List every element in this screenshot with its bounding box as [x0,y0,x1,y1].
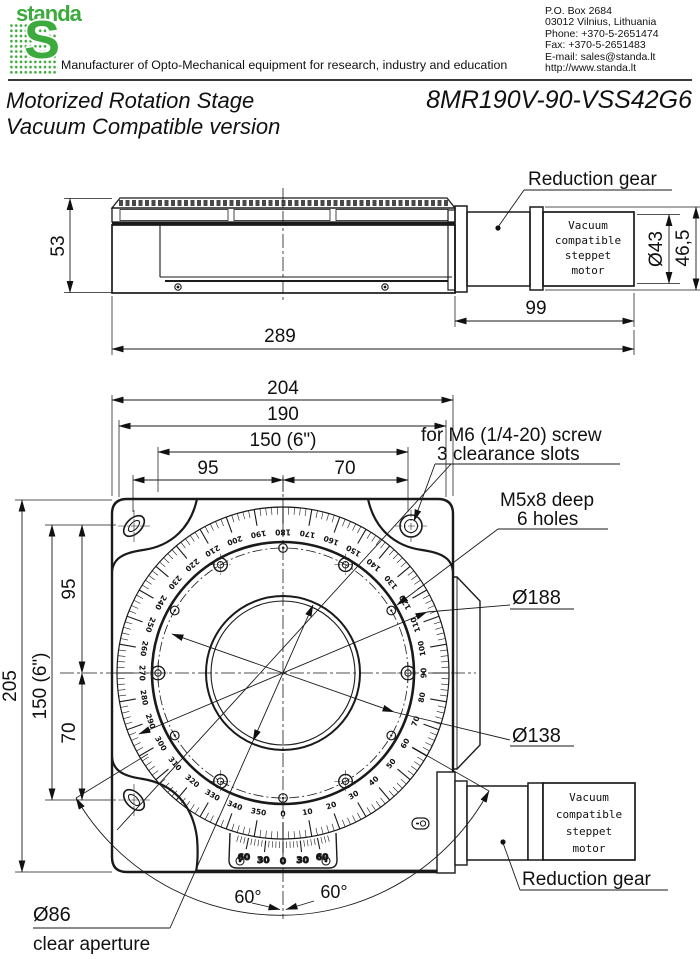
vernier-label: 30 [296,856,309,866]
dim-53-label: 53 [48,235,69,256]
vernier-label: 60 [238,853,251,863]
side-view: Vacuum compatible steppet motor Reductio… [48,169,700,355]
motor-text-line: motor [572,842,605,855]
protractor-degree: 250 [144,616,158,634]
standa-logo-dots-icon [9,23,58,75]
dim-190-label: 190 [267,404,299,425]
motor-text-line: Vacuum [569,791,609,804]
product-title-line2: Vacuum Compatible version [6,114,281,139]
motor-text-line: steppet [566,825,612,838]
dim-99-label: 99 [525,298,546,319]
part-number: 8MR190V-90-VSS42G6 [426,86,692,114]
callout-m5-line2: 6 holes [517,509,578,530]
contact-line: E-mail: sales@standa.lt [545,50,656,63]
side-motor-label: Vacuum compatible steppet motor [555,219,621,277]
motor-text-line: steppet [565,249,611,262]
company-contact-block: P.O. Box 2684 03012 Vilnius, Lithuania P… [545,5,659,75]
callout-m5-line1: M5x8 deep [500,490,594,511]
dim-205-label: 205 [0,670,21,702]
protractor-degree: 350 [250,806,267,818]
callout-m6-line1: for M6 (1/4-20) screw [421,425,602,446]
protractor-degree: 320 [183,773,201,790]
dim-motor-dia-label: Ø43 [646,231,667,267]
product-title-line1: Motorized Rotation Stage [6,88,255,113]
dim-150-top-label: 150 (6") [250,430,317,451]
protractor-degree: 160 [322,534,340,548]
dim-95-left-label: 95 [59,578,80,599]
protractor-degree: 100 [416,640,428,657]
protractor-degree: 210 [203,543,221,559]
protractor-degree: 0 [280,810,285,819]
protractor-degree: 140 [365,557,383,574]
protractor-degree: 240 [153,593,169,611]
protractor-degree: 170 [299,528,316,540]
side-reduction-gear-label: Reduction gear [528,169,658,190]
top-motor-label: Vacuum compatible steppet motor [556,791,622,855]
contact-line: Phone: +370-5-2651474 [545,27,659,40]
vernier-scale: 60 30 0 30 60 [236,835,330,868]
protractor-degree: 220 [183,557,201,574]
motor-text-line: compatible [555,234,621,247]
protractor-degree: 300 [153,734,169,752]
motor-text-line: compatible [556,808,622,821]
contact-line: Fax: +370-5-2651483 [545,39,646,52]
protractor-degree: 180 [275,528,291,537]
clearance-slot-top-left [118,510,150,542]
protractor-degree: 270 [138,665,147,681]
protractor-degree: 260 [138,640,150,657]
protractor-degree: 280 [138,689,150,706]
protractor-degree: 190 [250,528,267,540]
angle-60-right-label: 60° [320,882,347,902]
dim-150-left-label: 150 (6") [30,653,51,720]
header-divider [8,79,692,81]
protractor-degree: 10 [302,807,314,818]
protractor-degree: 340 [226,799,244,813]
angle-60-left-label: 60° [234,887,261,907]
clearance-slot-top-right [395,510,427,542]
vernier-label: 30 [257,856,270,866]
dim-204-label: 204 [267,378,299,399]
vernier-label: 60 [316,853,329,863]
protractor-degree: 230 [167,573,184,591]
standa-logo-text: standa [16,1,82,26]
callout-dia86: Ø86 [33,904,71,926]
dim-gear-dia-label: 46,5 [673,230,694,267]
contact-line: 03012 Vilnius, Lithuania [545,16,657,29]
protractor-degree: 90 [420,668,429,678]
protractor-ticks [117,507,449,839]
callout-dia188: Ø188 [512,587,561,609]
protractor-degree: 200 [226,534,244,548]
protractor-degree: 80 [417,692,428,704]
dim-289-label: 289 [264,326,296,347]
top-reduction-gear-label: Reduction gear [522,869,652,890]
dim-95-top-label: 95 [197,458,218,479]
protractor-degree: 30 [347,789,361,802]
stage-emblem-icon [411,817,430,830]
callout-m6-line2: 3 clearance slots [437,444,580,465]
motor-text-line: motor [571,264,604,277]
protractor-degree: 20 [325,799,338,811]
protractor-degree: 40 [367,774,381,788]
dim-70-top-label: 70 [334,458,355,479]
protractor-degree: 60 [399,737,412,751]
protractor-degree: 150 [344,543,362,559]
protractor-degree: 70 [409,715,421,728]
standa-logo-s-icon: S [24,10,61,70]
company-tagline: Manufacturer of Opto-Mechanical equipmen… [61,58,508,72]
motor-text-line: Vacuum [568,219,608,232]
protractor-degree: 330 [203,787,221,803]
dim-70-left-label: 70 [59,722,80,743]
protractor-degree: 130 [383,573,400,591]
callout-clear-aperture: clear aperture [33,934,150,955]
callout-dia138: Ø138 [512,725,561,747]
protractor-degree: 50 [384,757,398,771]
protractor-degree: 310 [167,755,184,773]
contact-line: http://www.standa.lt [545,62,637,75]
contact-line: P.O. Box 2684 [545,5,612,17]
vernier-label: 0 [280,857,286,867]
